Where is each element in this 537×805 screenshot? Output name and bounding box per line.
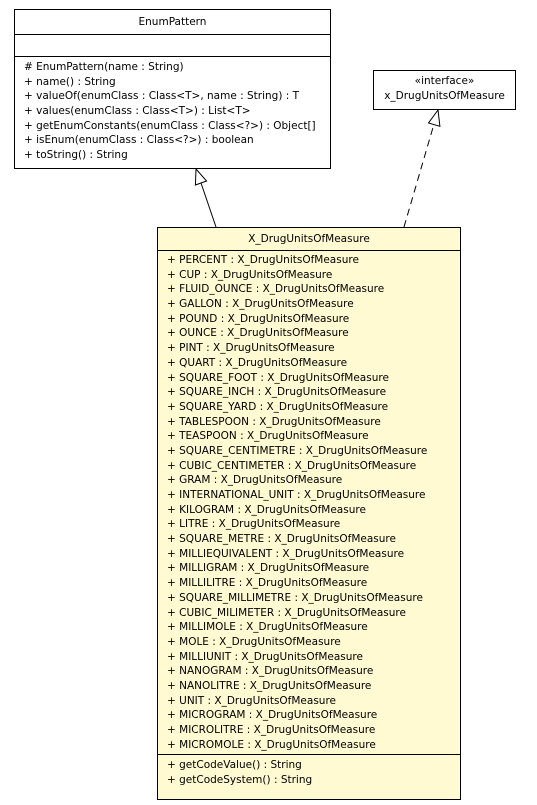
drug-units-attributes-section: + PERCENT : X_DrugUnitsOfMeasure + CUP : … [158,251,460,756]
drug-units-attribute: + LITRE : X_DrugUnitsOfMeasure [167,518,341,531]
drug-units-attribute: + SQUARE_CENTIMETRE : X_DrugUnitsOfMeasu… [167,444,428,457]
enum-pattern-operation: + isEnum(enumClass : Class<?>) : boolean [24,134,254,147]
enum-pattern-operation: + name() : String [24,75,116,88]
drug-units-attribute: + SQUARE_MILLIMETRE : X_DrugUnitsOfMeasu… [167,591,423,604]
drug-units-attribute: + MICROLITRE : X_DrugUnitsOfMeasure [167,724,376,736]
realization-line [403,123,435,228]
drug-units-attribute: + SQUARE_INCH : X_DrugUnitsOfMeasure [167,386,387,399]
drug-units-attribute: + MILLIGRAM : X_DrugUnitsOfMeasure [167,562,370,575]
interface-stereotype: «interface» [414,75,475,87]
enum-pattern-operation: + valueOf(enumClass : Class<T>, name : S… [24,90,300,103]
drug-units-attribute: + NANOLITRE : X_DrugUnitsOfMeasure [167,679,372,692]
drug-units-attribute: + MOLE : X_DrugUnitsOfMeasure [167,635,341,648]
generalization-line [200,182,217,228]
drug-units-attribute: + GALLON : X_DrugUnitsOfMeasure [167,298,354,311]
drug-units-attribute: + INTERNATIONAL_UNIT : X_DrugUnitsOfMeas… [167,489,426,501]
drug-units-attribute: + MILLIMOLE : X_DrugUnitsOfMeasure [167,621,368,634]
drug-units-attribute: + UNIT : X_DrugUnitsOfMeasure [167,694,336,707]
drug-units-attribute: + SQUARE_FOOT : X_DrugUnitsOfMeasure [167,371,389,384]
drug-units-attribute: + SQUARE_YARD : X_DrugUnitsOfMeasure [167,400,389,413]
drug-units-class-box[interactable]: X_DrugUnitsOfMeasure + PERCENT : X_DrugU… [157,227,461,800]
drug-units-attribute: + FLUID_OUNCE : X_DrugUnitsOfMeasure [167,283,385,296]
drug-units-attribute: + KILOGRAM : X_DrugUnitsOfMeasure [167,503,366,516]
drug-units-attribute: + CUP : X_DrugUnitsOfMeasure [167,268,333,281]
drug-units-attribute: + PERCENT : X_DrugUnitsOfMeasure [167,254,359,266]
interface-name: x_DrugUnitsOfMeasure [384,90,505,102]
enum-pattern-class-name: EnumPattern [15,10,330,35]
interface-header: «interface» x_DrugUnitsOfMeasure [374,71,515,104]
enum-pattern-operation: + values(enumClass : Class<T>) : List<T> [24,105,251,118]
drug-units-attribute: + MICROGRAM : X_DrugUnitsOfMeasure [167,709,378,722]
drug-units-attribute: + QUART : X_DrugUnitsOfMeasure [167,356,348,369]
drug-units-attribute: + POUND : X_DrugUnitsOfMeasure [167,312,350,325]
drug-units-attribute: + MICROMOLE : X_DrugUnitsOfMeasure [167,738,376,751]
generalization-arrowhead [194,167,208,186]
interface-box[interactable]: «interface» x_DrugUnitsOfMeasure [373,70,516,110]
enum-pattern-attributes-section [15,35,330,57]
drug-units-attribute: + NANOGRAM : X_DrugUnitsOfMeasure [167,665,374,678]
drug-units-class-name: X_DrugUnitsOfMeasure [158,228,460,251]
enum-pattern-operation: # EnumPattern(name : String) [24,61,184,73]
drug-units-attribute: + PINT : X_DrugUnitsOfMeasure [167,342,335,355]
drug-units-attribute: + GRAM : X_DrugUnitsOfMeasure [167,474,343,487]
drug-units-operations-section: + getCodeValue() : String + getCodeSystem… [158,755,460,790]
drug-units-attribute: + OUNCE : X_DrugUnitsOfMeasure [167,327,349,340]
drug-units-attribute: + TABLESPOON : X_DrugUnitsOfMeasure [167,415,381,428]
enum-pattern-operation: + toString() : String [24,149,128,162]
drug-units-attribute: + TEASPOON : X_DrugUnitsOfMeasure [167,430,369,443]
realization-arrowhead [427,108,441,127]
drug-units-attribute: + MILLIUNIT : X_DrugUnitsOfMeasure [167,650,363,663]
drug-units-attribute: + CUBIC_MILIMETER : X_DrugUnitsOfMeasure [167,606,406,619]
drug-units-operation: + getCodeSystem() : String [167,774,313,787]
drug-units-attribute: + SQUARE_METRE : X_DrugUnitsOfMeasure [167,533,396,546]
enum-pattern-class-box[interactable]: EnumPattern # EnumPattern(name : String)… [14,9,331,169]
drug-units-attribute: + CUBIC_CENTIMETER : X_DrugUnitsOfMeasur… [167,459,417,472]
drug-units-attribute: + MILLIEQUIVALENT : X_DrugUnitsOfMeasure [167,547,405,560]
enum-pattern-operations-section: # EnumPattern(name : String) + name() : S… [15,57,330,166]
drug-units-attribute: + MILLILITRE : X_DrugUnitsOfMeasure [167,577,368,590]
enum-pattern-operation: + getEnumConstants(enumClass : Class<?>)… [24,119,316,132]
drug-units-operation: + getCodeValue() : String [167,759,302,772]
